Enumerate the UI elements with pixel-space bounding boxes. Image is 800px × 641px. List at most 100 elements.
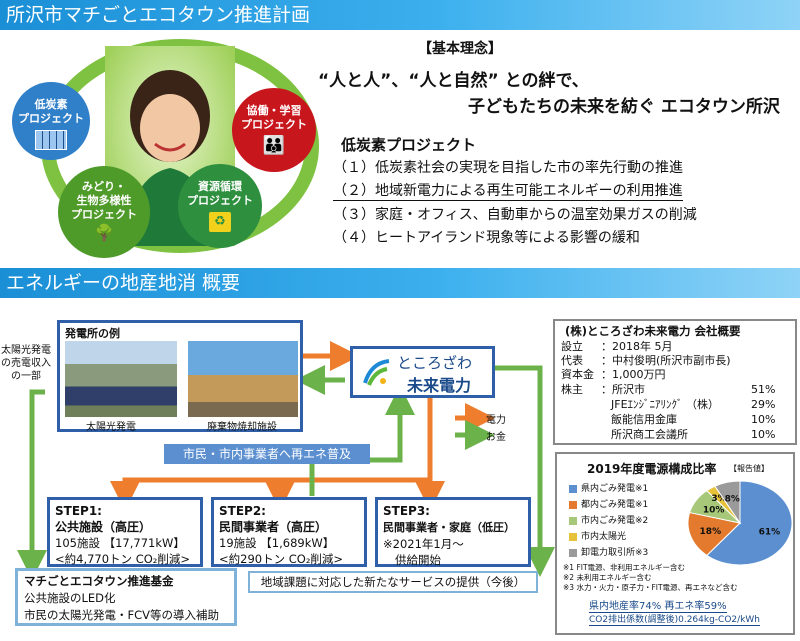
power-plants-box: 発電所の例 太陽光発電 廃棄物焼却施設: [57, 320, 303, 433]
incinerator-photo: [188, 341, 298, 417]
pie-slice-label: 10%: [703, 505, 725, 515]
flow-arrows: [17, 341, 555, 580]
bubble-low-carbon-line1: 低炭素: [34, 98, 68, 111]
shareholder-pct-3: 10%: [751, 413, 776, 426]
shareholder-pct-1: 51%: [751, 383, 776, 396]
tree-icon: 🌳: [94, 223, 114, 242]
legend-item: 市内太陽光: [569, 529, 626, 542]
legend-swatch: [569, 484, 577, 493]
company-row-label-1: 設立: [561, 340, 583, 353]
legend-label: 市内ごみ発電※2: [581, 516, 649, 526]
low-carbon-title: 低炭素プロジェクト: [341, 136, 477, 154]
step1-line2: <約4,770トン CO₂削減>: [55, 552, 191, 566]
pie-slice-label: 18%: [700, 527, 722, 537]
legend-swatch: [569, 532, 577, 541]
sales-income-note-line3: の一部: [11, 371, 41, 382]
chart-note-3: ※3 水力・火力・原子力・FIT電源、再エネなど含む: [563, 583, 738, 592]
bubble-recycle: 資源循環 プロジェクト ♻: [178, 164, 262, 248]
company-row-value-3: ：1,000万円: [601, 368, 666, 381]
concept-line2: 子どもたちの未来を紡ぐ エコタウン所沢: [468, 97, 780, 117]
company-logo-line1: ところざわ: [397, 354, 473, 372]
bubble-green: みどり・ 生物多様性 プロジェクト 🌳: [58, 166, 150, 258]
legend-item: 県内ごみ発電※1: [569, 481, 648, 494]
bubble-green-line1: みどり・: [82, 180, 126, 193]
pie-slice-label: 8%: [725, 495, 740, 505]
power-mix-chart-box: 2019年度電源構成比率 【報告値】 県内ごみ発電※1 都内ごみ発電※1 市内ごみ発…: [555, 452, 795, 635]
chart-title: 2019年度電源構成比率: [587, 462, 717, 476]
sales-income-arrow: [17, 389, 47, 580]
company-logo-icon: [361, 357, 391, 387]
power-plants-title: 発電所の例: [65, 327, 120, 340]
bubble-green-line3: プロジェクト: [71, 208, 137, 221]
low-carbon-item-1: （１）低炭素社会の実現を目指した市の率先行動の推進: [333, 160, 683, 176]
sales-income-note-line2: の売電収入: [1, 358, 51, 369]
bubble-green-line2: 生物多様性: [76, 194, 132, 207]
legend-swatch: [569, 516, 577, 525]
pie-chart: 61% 18% 10%3%8%: [687, 480, 793, 566]
company-logo-line2: 未来電力: [407, 376, 472, 395]
section-header-plan: 所沢市マチごとエコタウン推進計画: [0, 0, 800, 30]
shareholder-pct-4: 10%: [751, 428, 776, 441]
legend-label: 県内ごみ発電※1: [581, 484, 649, 494]
solar-panel-icon: [35, 130, 67, 150]
step2-line1: 19施設 【1,689kW】: [219, 536, 335, 550]
low-carbon-item-2: （２）地域新電力による再生可能エネルギーの利用推進: [333, 180, 683, 201]
pie-slice: [687, 511, 742, 557]
shareholder-label: 株主: [561, 383, 583, 396]
solar-plant-photo: [65, 341, 177, 417]
concept-line1: “人と人”、“人と自然” との絆で、: [318, 71, 589, 91]
legend-power-label: 電力: [486, 415, 506, 426]
incinerator-caption: 廃棄物焼却施設: [207, 422, 277, 433]
legend-money-label: お金: [486, 432, 506, 443]
legend-label: 市内太陽光: [581, 532, 627, 542]
low-carbon-item-3: （３）家庭・オフィス、自動車からの温室効果ガスの削減: [333, 207, 697, 223]
bubble-cooperation-line2: プロジェクト: [241, 118, 307, 131]
service-arrow: [495, 365, 555, 577]
step2-title: STEP2:: [219, 504, 266, 518]
shareholder-name-1: ：所沢市: [601, 383, 645, 396]
shareholder-name-2: JFEｴﾝｼﾞﾆｱﾘﾝｸﾞ （株）: [611, 398, 720, 411]
fund-box: マチごとエコタウン推進基金 公共施設のLED化 市民の太陽光発電・FCV等の導入…: [15, 568, 237, 626]
solar-plant-caption: 太陽光発電: [86, 422, 136, 433]
bubble-cooperation-line1: 協働・学習: [246, 104, 302, 117]
diffusion-banner: 市民・市内事業者へ再エネ普及: [164, 444, 370, 464]
pie-slice-label: 3%: [711, 494, 726, 504]
shareholder-name-3: 飯能信用金庫: [611, 413, 677, 426]
bubble-low-carbon-line2: プロジェクト: [18, 112, 84, 125]
step1-sub: 公共施設（高圧）: [55, 520, 152, 534]
bubble-cooperation: 協働・学習 プロジェクト 👪: [232, 88, 316, 172]
legend-label: 卸電力取引所※3: [581, 548, 649, 558]
bubble-low-carbon: 低炭素 プロジェクト: [12, 82, 90, 160]
bubble-recycle-line1: 資源循環: [198, 180, 242, 193]
shareholder-name-4: 所沢商工会議所: [611, 428, 688, 441]
pie-slice: [706, 480, 793, 566]
low-carbon-item-4: （４）ヒートアイランド現象等による影響の緩和: [333, 230, 640, 246]
legend-item: 市内ごみ発電※2: [569, 513, 648, 526]
step2-box: STEP2: 民間事業者（高圧） 19施設 【1,689kW】 <約290トン …: [211, 497, 367, 567]
chart-footer-1: 県内地産率74% 再エネ率59%: [589, 597, 727, 613]
legend-label: 都内ごみ発電※1: [581, 500, 649, 510]
chart-note-1: ※1 FIT電源、非利用エネルギー含む: [563, 563, 686, 572]
step2-sub: 民間事業者（高圧）: [219, 520, 328, 534]
concept-title: 【基本理念】: [418, 41, 502, 57]
bubble-recycle-line2: プロジェクト: [187, 194, 253, 207]
step3-line1: ※2021年1月～: [383, 537, 464, 551]
shareholder-pct-2: 29%: [751, 398, 776, 411]
fund-title: マチごとエコタウン推進基金: [24, 574, 174, 588]
company-profile-title: (株)ところざわ未来電力 会社概要: [565, 324, 741, 338]
company-row-value-1: ：2018年 5月: [601, 340, 673, 353]
sales-income-note: 太陽光発電 の売電収入 の一部: [0, 344, 52, 383]
legend-swatch: [569, 548, 577, 557]
chart-legend: 県内ごみ発電※1 都内ごみ発電※1 市内ごみ発電※2 市内太陽光卸電力取引所※3: [569, 481, 669, 561]
fund-line1: 公共施設のLED化: [24, 591, 116, 605]
chart-badge: 【報告値】: [729, 464, 769, 473]
people-icon: 👪: [262, 135, 286, 156]
company-row-label-2: 代表: [561, 354, 583, 367]
fund-line2: 市民の太陽光発電・FCV等の導入補助: [24, 608, 220, 622]
step1-line1: 105施設 【17,771kW】: [55, 536, 185, 550]
step3-box: STEP3: 民間事業者・家庭（低圧） ※2021年1月～ 供給開始: [375, 497, 531, 567]
pie-slice-label: 61%: [759, 528, 781, 538]
section-header-energy: エネルギーの地産地消 概要: [0, 268, 800, 298]
step3-sub: 民間事業者・家庭（低圧）: [383, 521, 515, 534]
company-logo-box: ところざわ 未来電力: [350, 346, 495, 398]
